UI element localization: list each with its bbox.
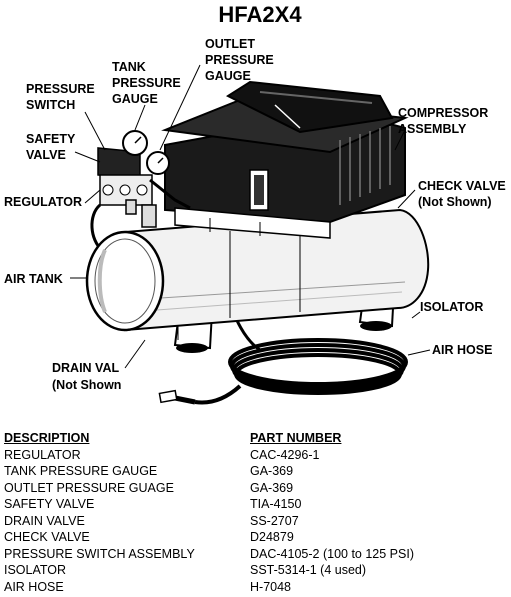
table-row: CHECK VALVE D24879	[4, 529, 504, 546]
row-description: SAFETY VALVE	[4, 497, 95, 511]
table-row: REGULATOR CAC-4296-1	[4, 447, 504, 464]
air-tank	[85, 208, 430, 353]
row-description: PRESSURE SWITCH ASSEMBLY	[4, 546, 195, 561]
part-number-header: PART NUMBER	[250, 431, 342, 445]
table-row: PRESSURE SWITCH ASSEMBLY DAC-4105-2 (100…	[4, 546, 504, 563]
row-part-number: TIA-4150	[250, 497, 302, 511]
air-hose-label: AIR HOSE	[432, 343, 492, 357]
description-header: DESCRIPTION	[4, 431, 90, 445]
pressure-switch-label: PRESSURE SWITCH	[26, 82, 98, 112]
row-part-number: GA-369	[250, 480, 294, 495]
parts-table: DESCRIPTION PART NUMBER REGULATOR CAC-42…	[4, 430, 504, 595]
model-title: HFA2X4	[218, 2, 302, 27]
air-tank-label: AIR TANK	[4, 272, 63, 286]
row-description: AIR HOSE	[4, 579, 64, 594]
row-part-number: SST-5314-1 (4 used)	[250, 563, 367, 577]
table-row: OUTLET PRESSURE GUAGE GA-369	[4, 480, 504, 497]
outlet-pressure-gauge-label: OUTLET PRESSURE GAUGE	[205, 37, 277, 83]
row-part-number: GA-369	[250, 464, 294, 478]
row-part-number: H-7048	[250, 579, 291, 594]
air-hose	[90, 198, 408, 405]
compressor-assembly-label: COMPRESSOR ASSEMBLY	[398, 106, 492, 136]
row-part-number: DAC-4105-2 (100 to 125 PSI)	[250, 546, 414, 561]
table-row: DRAIN VALVE SS-2707	[4, 513, 504, 530]
isolator-label: ISOLATOR	[420, 300, 483, 314]
row-description: REGULATOR	[4, 447, 81, 462]
row-description: DRAIN VALVE	[4, 513, 85, 528]
row-part-number: D24879	[250, 530, 294, 544]
table-header: DESCRIPTION PART NUMBER	[4, 430, 504, 447]
row-part-number: SS-2707	[250, 513, 299, 528]
table-row: TANK PRESSURE GAUGE GA-369	[4, 463, 504, 480]
table-row: ISOLATOR SST-5314-1 (4 used)	[4, 562, 504, 579]
tank-pressure-gauge-label: TANK PRESSURE GAUGE	[112, 60, 184, 106]
regulator-label: REGULATOR	[4, 195, 82, 209]
row-description: CHECK VALVE	[4, 530, 90, 544]
table-row: AIR HOSE H-7048	[4, 579, 504, 596]
row-description: TANK PRESSURE GAUGE	[4, 464, 158, 478]
drain-valve-label: DRAIN VAL (Not Shown	[52, 361, 122, 392]
compressor-assembly	[161, 80, 409, 239]
row-description: OUTLET PRESSURE GUAGE	[4, 480, 174, 495]
row-part-number: CAC-4296-1	[250, 447, 320, 462]
row-description: ISOLATOR	[4, 563, 67, 577]
compressor-diagram: HFA2X4	[4, 2, 509, 405]
safety-valve-label: SAFETY VALVE	[26, 132, 79, 162]
control-manifold	[97, 130, 191, 228]
table-row: SAFETY VALVE TIA-4150	[4, 496, 504, 513]
check-valve-label: CHECK VALVE (Not Shown)	[418, 179, 509, 209]
